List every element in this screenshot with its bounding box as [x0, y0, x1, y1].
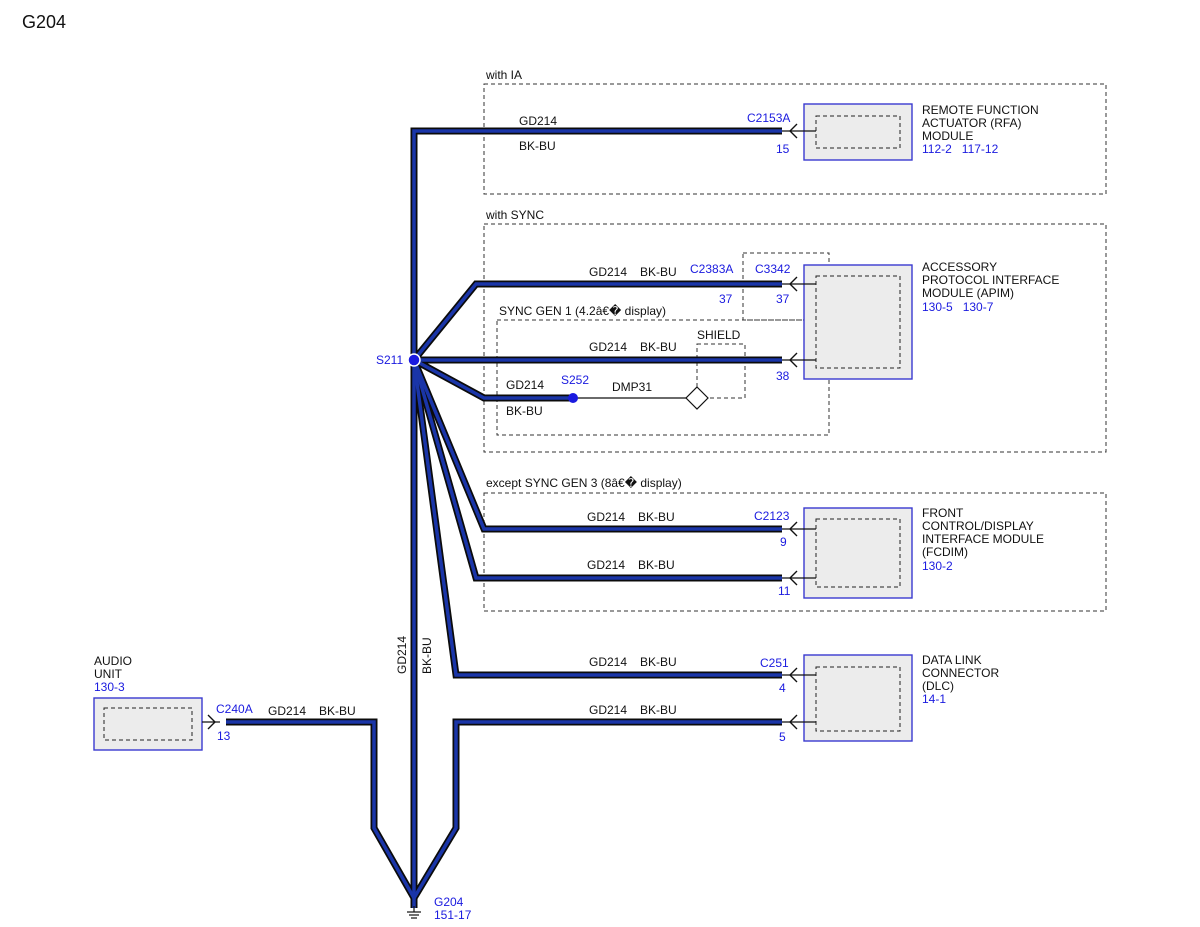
pin-dlc-4: 4: [779, 681, 786, 695]
connector-c2123: C2123: [754, 509, 790, 523]
rfa-refs: 112-2 117-12: [922, 142, 999, 156]
ground-ref: 151-17: [434, 908, 472, 922]
group-box-except-sync-gen3: [483, 492, 1107, 612]
wire-audio-circuit: GD214: [268, 704, 306, 718]
svg-text:(DLC): (DLC): [922, 679, 954, 693]
module-dlc[interactable]: [803, 654, 913, 742]
group-label-sync: with SYNC: [485, 208, 544, 222]
connector-c251: C251: [760, 656, 789, 670]
dlc-name: DATA LINK CONNECTOR (DLC) 14-1: [922, 653, 999, 706]
wire-apim37-circuit: GD214: [589, 265, 627, 279]
group-box-ia: [483, 83, 1107, 195]
pin-fcdim-11: 11: [778, 584, 791, 598]
svg-text:FRONT: FRONT: [922, 506, 964, 520]
svg-text:MODULE: MODULE: [922, 129, 973, 143]
group-box-sync-gen1: [496, 319, 830, 436]
svg-text:UNIT: UNIT: [94, 667, 123, 681]
module-rfa[interactable]: [803, 103, 913, 161]
svg-text:CONNECTOR: CONNECTOR: [922, 666, 999, 680]
wire-audio-color: BK-BU: [319, 704, 356, 718]
wire-fcdim9-color: BK-BU: [638, 510, 675, 524]
fcdim-refs: 130-2: [922, 559, 953, 573]
group-label-ia: with IA: [485, 68, 522, 82]
wire-dlc5-color: BK-BU: [640, 703, 677, 717]
fcdim-name: FRONT CONTROL/DISPLAY INTERFACE MODULE (…: [922, 506, 1044, 573]
shield-label: SHIELD: [697, 328, 741, 342]
wire-s252-color: BK-BU: [506, 404, 543, 418]
wire-s252-circuit: GD214: [506, 378, 544, 392]
wire-fcdim9-circuit: GD214: [587, 510, 625, 524]
wire-apim38-color: BK-BU: [640, 340, 677, 354]
module-fcdim[interactable]: [803, 507, 913, 599]
audio-refs: 130-3: [94, 680, 125, 694]
svg-text:ACTUATOR (RFA): ACTUATOR (RFA): [922, 116, 1022, 130]
pin-c3342-38: 38: [776, 369, 790, 383]
wire-dlc4-color: BK-BU: [640, 655, 677, 669]
page-title: G204: [22, 12, 66, 32]
trunk-circuit-label: GD214: [395, 636, 409, 674]
dlc-refs: 14-1: [922, 692, 946, 706]
svg-text:REMOTE FUNCTION: REMOTE FUNCTION: [922, 103, 1039, 117]
wire-dlc5-circuit: GD214: [589, 703, 627, 717]
svg-text:INTERFACE MODULE: INTERFACE MODULE: [922, 532, 1044, 546]
wire-harness: [226, 127, 782, 908]
wire-fcdim11-circuit: GD214: [587, 558, 625, 572]
connector-c2153a: C2153A: [747, 111, 790, 125]
pin-c2383a-37: 37: [719, 292, 733, 306]
splice-s252-label: S252: [561, 373, 589, 387]
svg-text:AUDIO: AUDIO: [94, 654, 132, 668]
pin-rfa-15: 15: [776, 142, 790, 156]
connector-stubs: [202, 130, 816, 723]
apim-name: ACCESSORY PROTOCOL INTERFACE MODULE (API…: [922, 260, 1059, 314]
wire-apim38-circuit: GD214: [589, 340, 627, 354]
pin-fcdim-9: 9: [780, 535, 787, 549]
wire-apim37-color: BK-BU: [640, 265, 677, 279]
splice-s211[interactable]: [407, 353, 421, 367]
dmp31-label: DMP31: [612, 380, 652, 394]
pin-dlc-5: 5: [779, 730, 786, 744]
svg-text:DATA LINK: DATA LINK: [922, 653, 982, 667]
connector-c240a: C240A: [216, 702, 253, 716]
wire-dlc4-circuit: GD214: [589, 655, 627, 669]
shield-box: [696, 343, 746, 399]
group-label-sync-gen1: SYNC GEN 1 (4.2â€� display): [499, 304, 666, 318]
connector-arrows: [207, 123, 798, 730]
svg-text:ACCESSORY: ACCESSORY: [922, 260, 997, 274]
group-box-sync: [483, 223, 1107, 453]
pin-c3342-37: 37: [776, 292, 790, 306]
shield-drain-symbol: [685, 386, 709, 410]
module-apim[interactable]: [803, 264, 913, 380]
connector-c2383a: C2383A: [690, 262, 733, 276]
connector-c3342: C3342: [755, 262, 791, 276]
module-audio[interactable]: [93, 697, 203, 751]
wire-rfa-color: BK-BU: [519, 139, 556, 153]
svg-text:CONTROL/DISPLAY: CONTROL/DISPLAY: [922, 519, 1034, 533]
rfa-name: REMOTE FUNCTION ACTUATOR (RFA) MODULE 11…: [922, 103, 1039, 156]
wire-rfa-circuit: GD214: [519, 114, 557, 128]
svg-text:(FCDIM): (FCDIM): [922, 545, 968, 559]
group-label-except-sync-gen3: except SYNC GEN 3 (8â€� display): [486, 476, 682, 490]
svg-text:MODULE (APIM): MODULE (APIM): [922, 286, 1014, 300]
apim-refs: 130-5 130-7: [922, 300, 994, 314]
wire-fcdim11-color: BK-BU: [638, 558, 675, 572]
audio-name: AUDIO UNIT 130-3: [94, 654, 132, 694]
pin-audio-13: 13: [217, 729, 231, 743]
splice-s211-label: S211: [376, 353, 403, 367]
svg-text:PROTOCOL INTERFACE: PROTOCOL INTERFACE: [922, 273, 1059, 287]
ground-icon: [407, 906, 421, 919]
trunk-color-label: BK-BU: [420, 637, 434, 674]
ground-label: G204: [434, 895, 464, 909]
splice-s252[interactable]: [568, 393, 578, 403]
